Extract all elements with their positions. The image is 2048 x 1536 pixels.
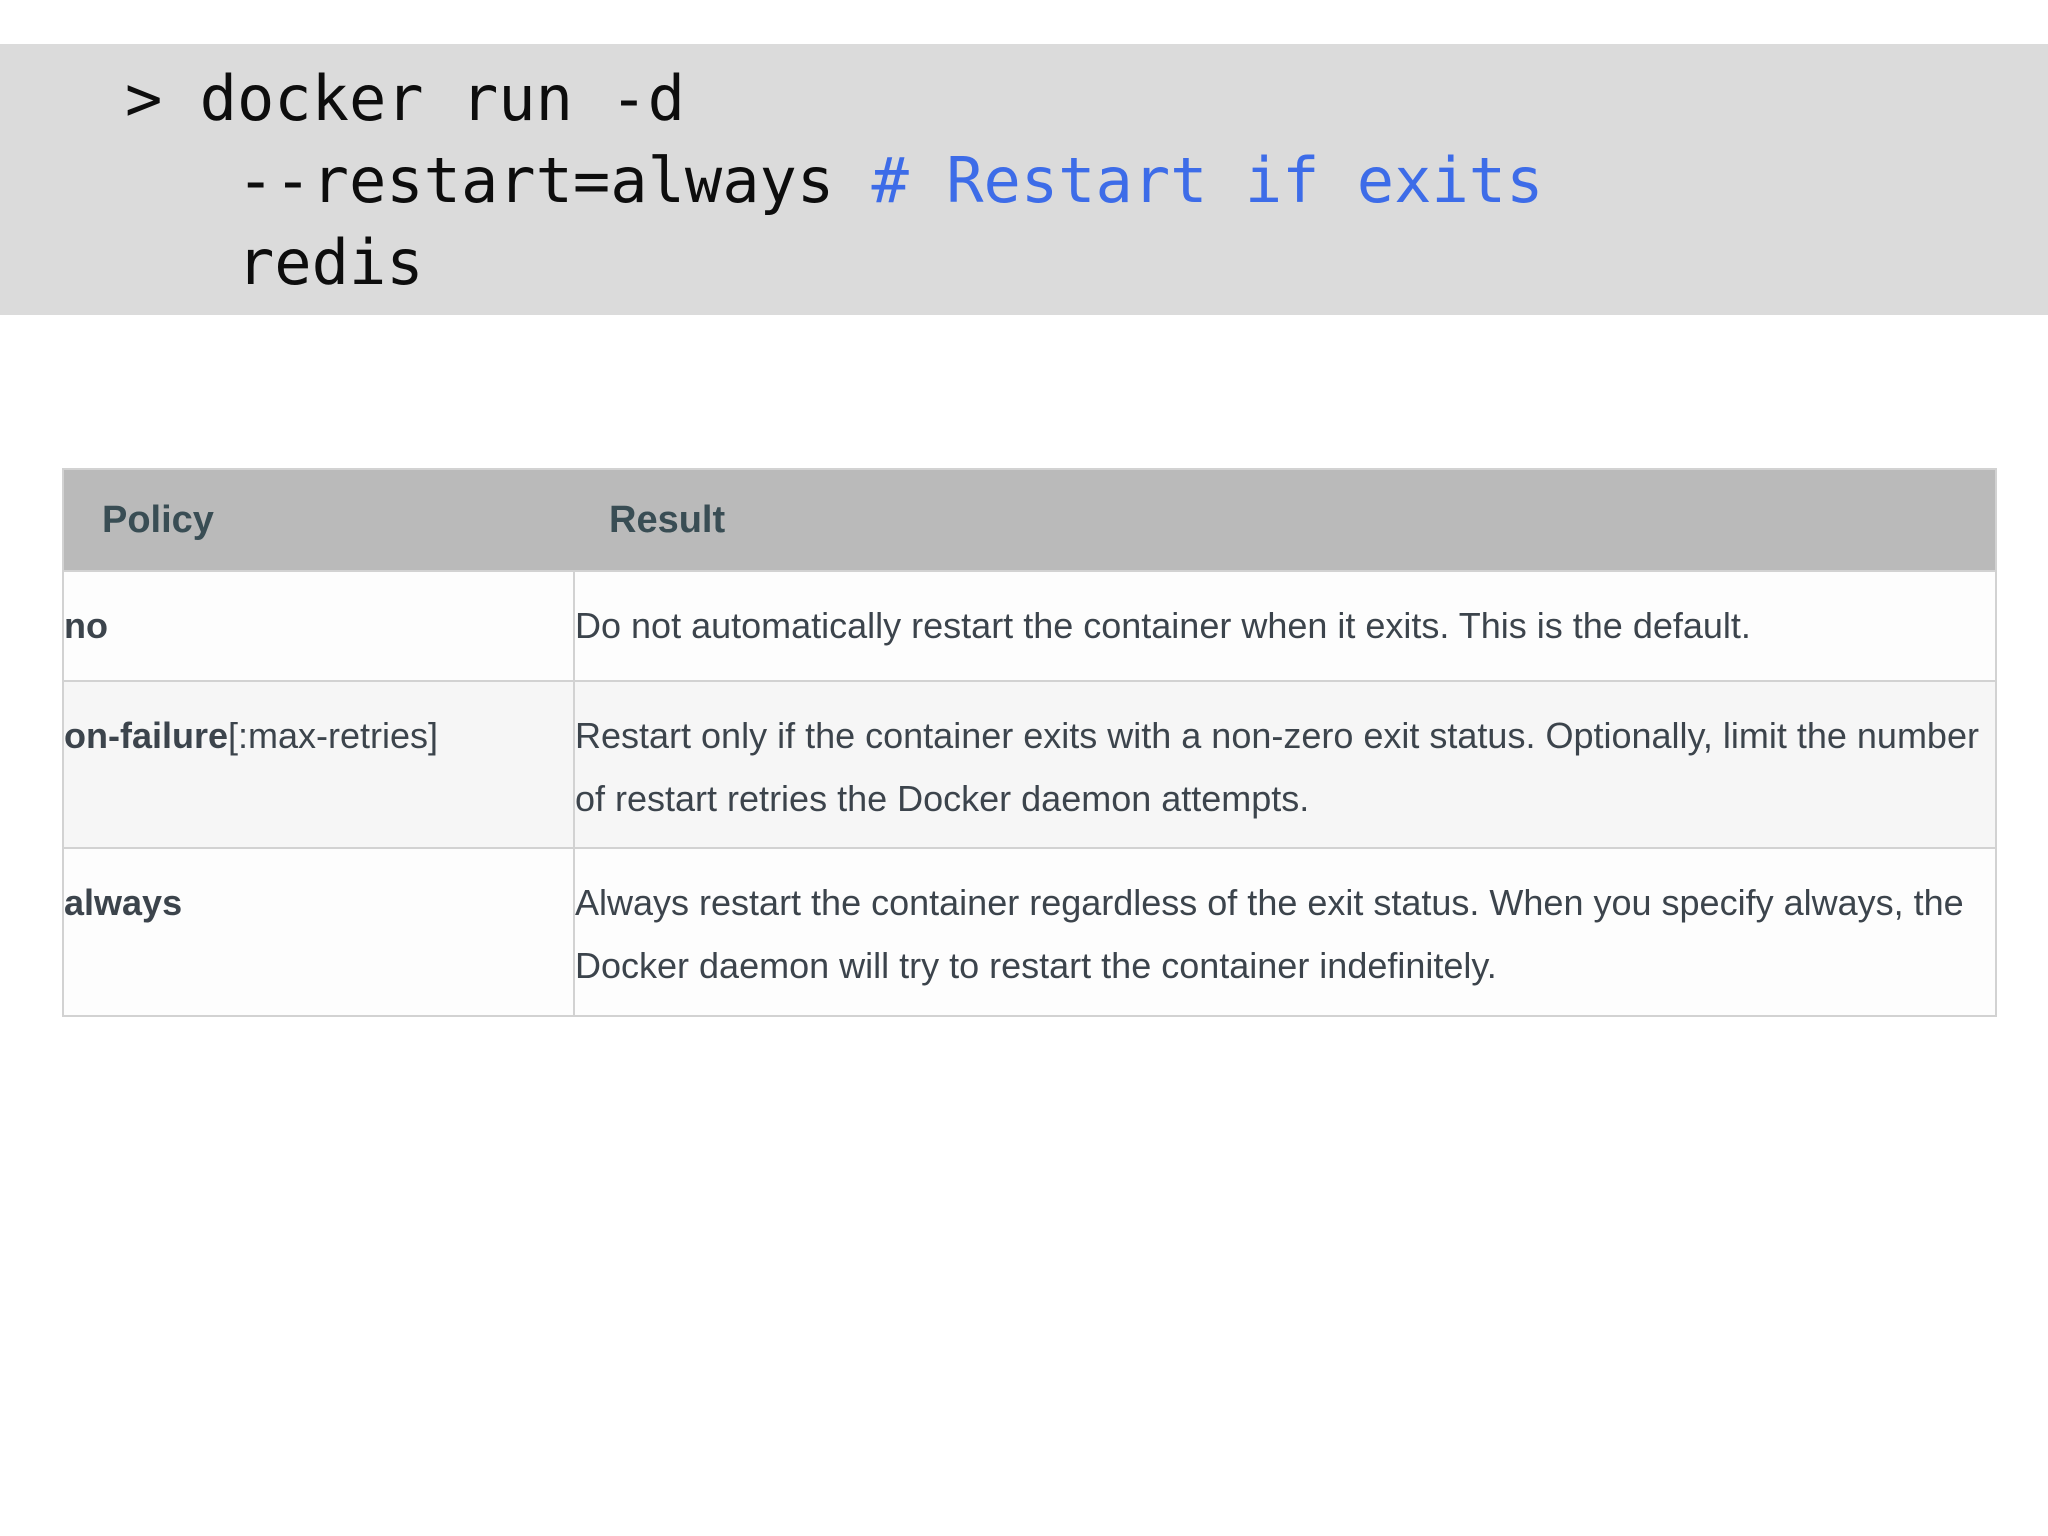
policy-cell: always <box>63 847 574 1016</box>
result-cell: Always restart the container regardless … <box>573 847 1996 1016</box>
policy-name: on-failure <box>64 715 229 756</box>
policy-name-suffix: [:max-retries] <box>228 715 439 756</box>
column-header-result: Result <box>574 469 1996 571</box>
policy-name: always <box>64 882 183 923</box>
table-row-always: always Always restart the container rega… <box>63 847 1996 1016</box>
code-line-1: > docker run -d <box>125 58 2048 140</box>
code-block: > docker run -d --restart=always # Resta… <box>0 44 2048 315</box>
code-comment: # Restart if exits <box>871 144 1544 217</box>
result-cell: Restart only if the container exits with… <box>573 680 1996 848</box>
code-command-3: redis <box>125 226 424 299</box>
code-command-2: --restart=always <box>125 144 872 217</box>
table-row-no: no Do not automatically restart the cont… <box>63 570 1996 681</box>
code-command-1: > docker run -d <box>125 62 685 135</box>
column-header-policy: Policy <box>63 469 574 571</box>
code-line-2: --restart=always # Restart if exits <box>125 140 2048 222</box>
restart-policy-table: Policy Result no Do not automatically re… <box>62 468 1997 1017</box>
table-row-on-failure: on-failure[:max-retries] Restart only if… <box>63 680 1996 848</box>
policy-cell: no <box>63 570 574 681</box>
result-cell: Do not automatically restart the contain… <box>573 570 1996 681</box>
table-header-row: Policy Result <box>63 469 1996 571</box>
policy-cell: on-failure[:max-retries] <box>63 680 574 848</box>
code-line-3: redis <box>125 222 2048 304</box>
policy-name: no <box>64 605 108 646</box>
